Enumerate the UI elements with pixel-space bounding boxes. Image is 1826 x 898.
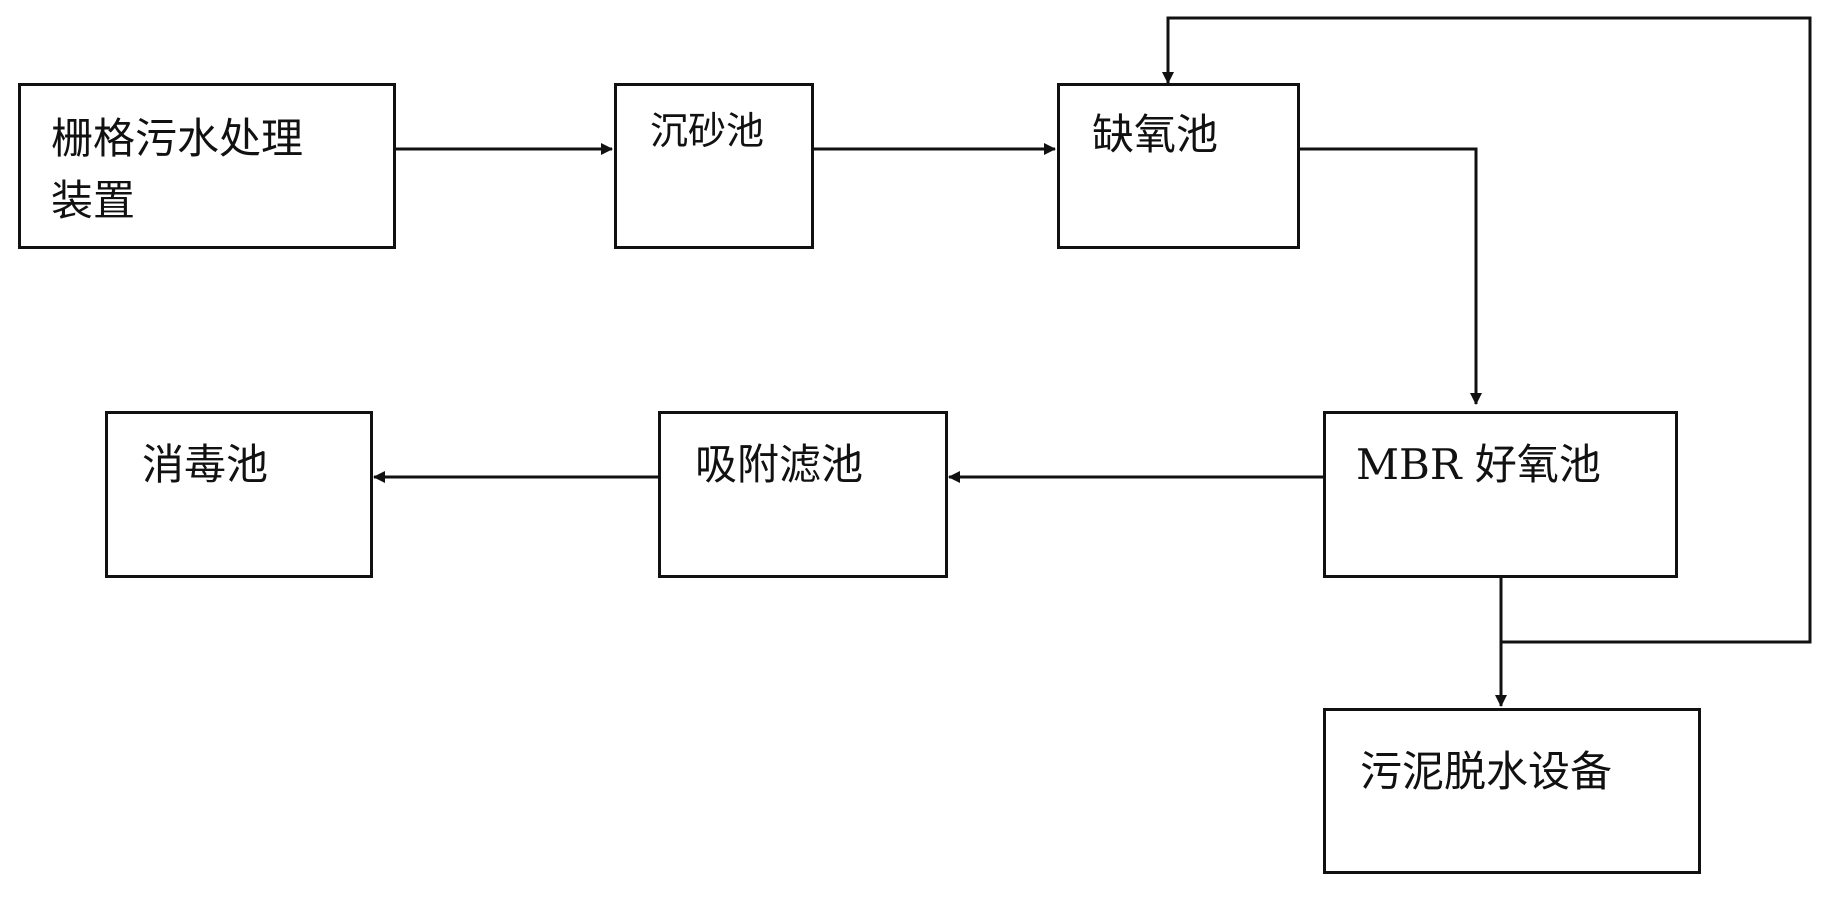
node-adsorption-filter-label: 吸附滤池: [695, 440, 864, 489]
node-anoxic-tank-label: 缺氧池: [1092, 110, 1219, 159]
node-disinfection-tank-label: 消毒池: [142, 440, 269, 489]
node-adsorption-filter: 吸附滤池: [658, 411, 948, 578]
edge-anoxic-to-mbr: [1300, 147, 1482, 405]
node-grille-label: 栅格污水处理 装置: [51, 114, 304, 225]
node-mbr-aerobic-tank-label: MBR 好氧池: [1356, 440, 1601, 489]
node-grille: 栅格污水处理 装置: [18, 83, 396, 249]
node-sludge-dewatering-label: 污泥脱水设备: [1360, 747, 1613, 796]
node-mbr-aerobic-tank: MBR 好氧池: [1323, 411, 1678, 578]
node-anoxic-tank: 缺氧池: [1057, 83, 1300, 249]
node-sludge-dewatering: 污泥脱水设备: [1323, 708, 1701, 874]
edge-mbr-return-to-anoxic: [1162, 16, 1812, 644]
node-grit-chamber: 沉砂池: [614, 83, 814, 249]
node-disinfection-tank: 消毒池: [105, 411, 373, 578]
node-grit-chamber-label: 沉砂池: [650, 109, 765, 153]
